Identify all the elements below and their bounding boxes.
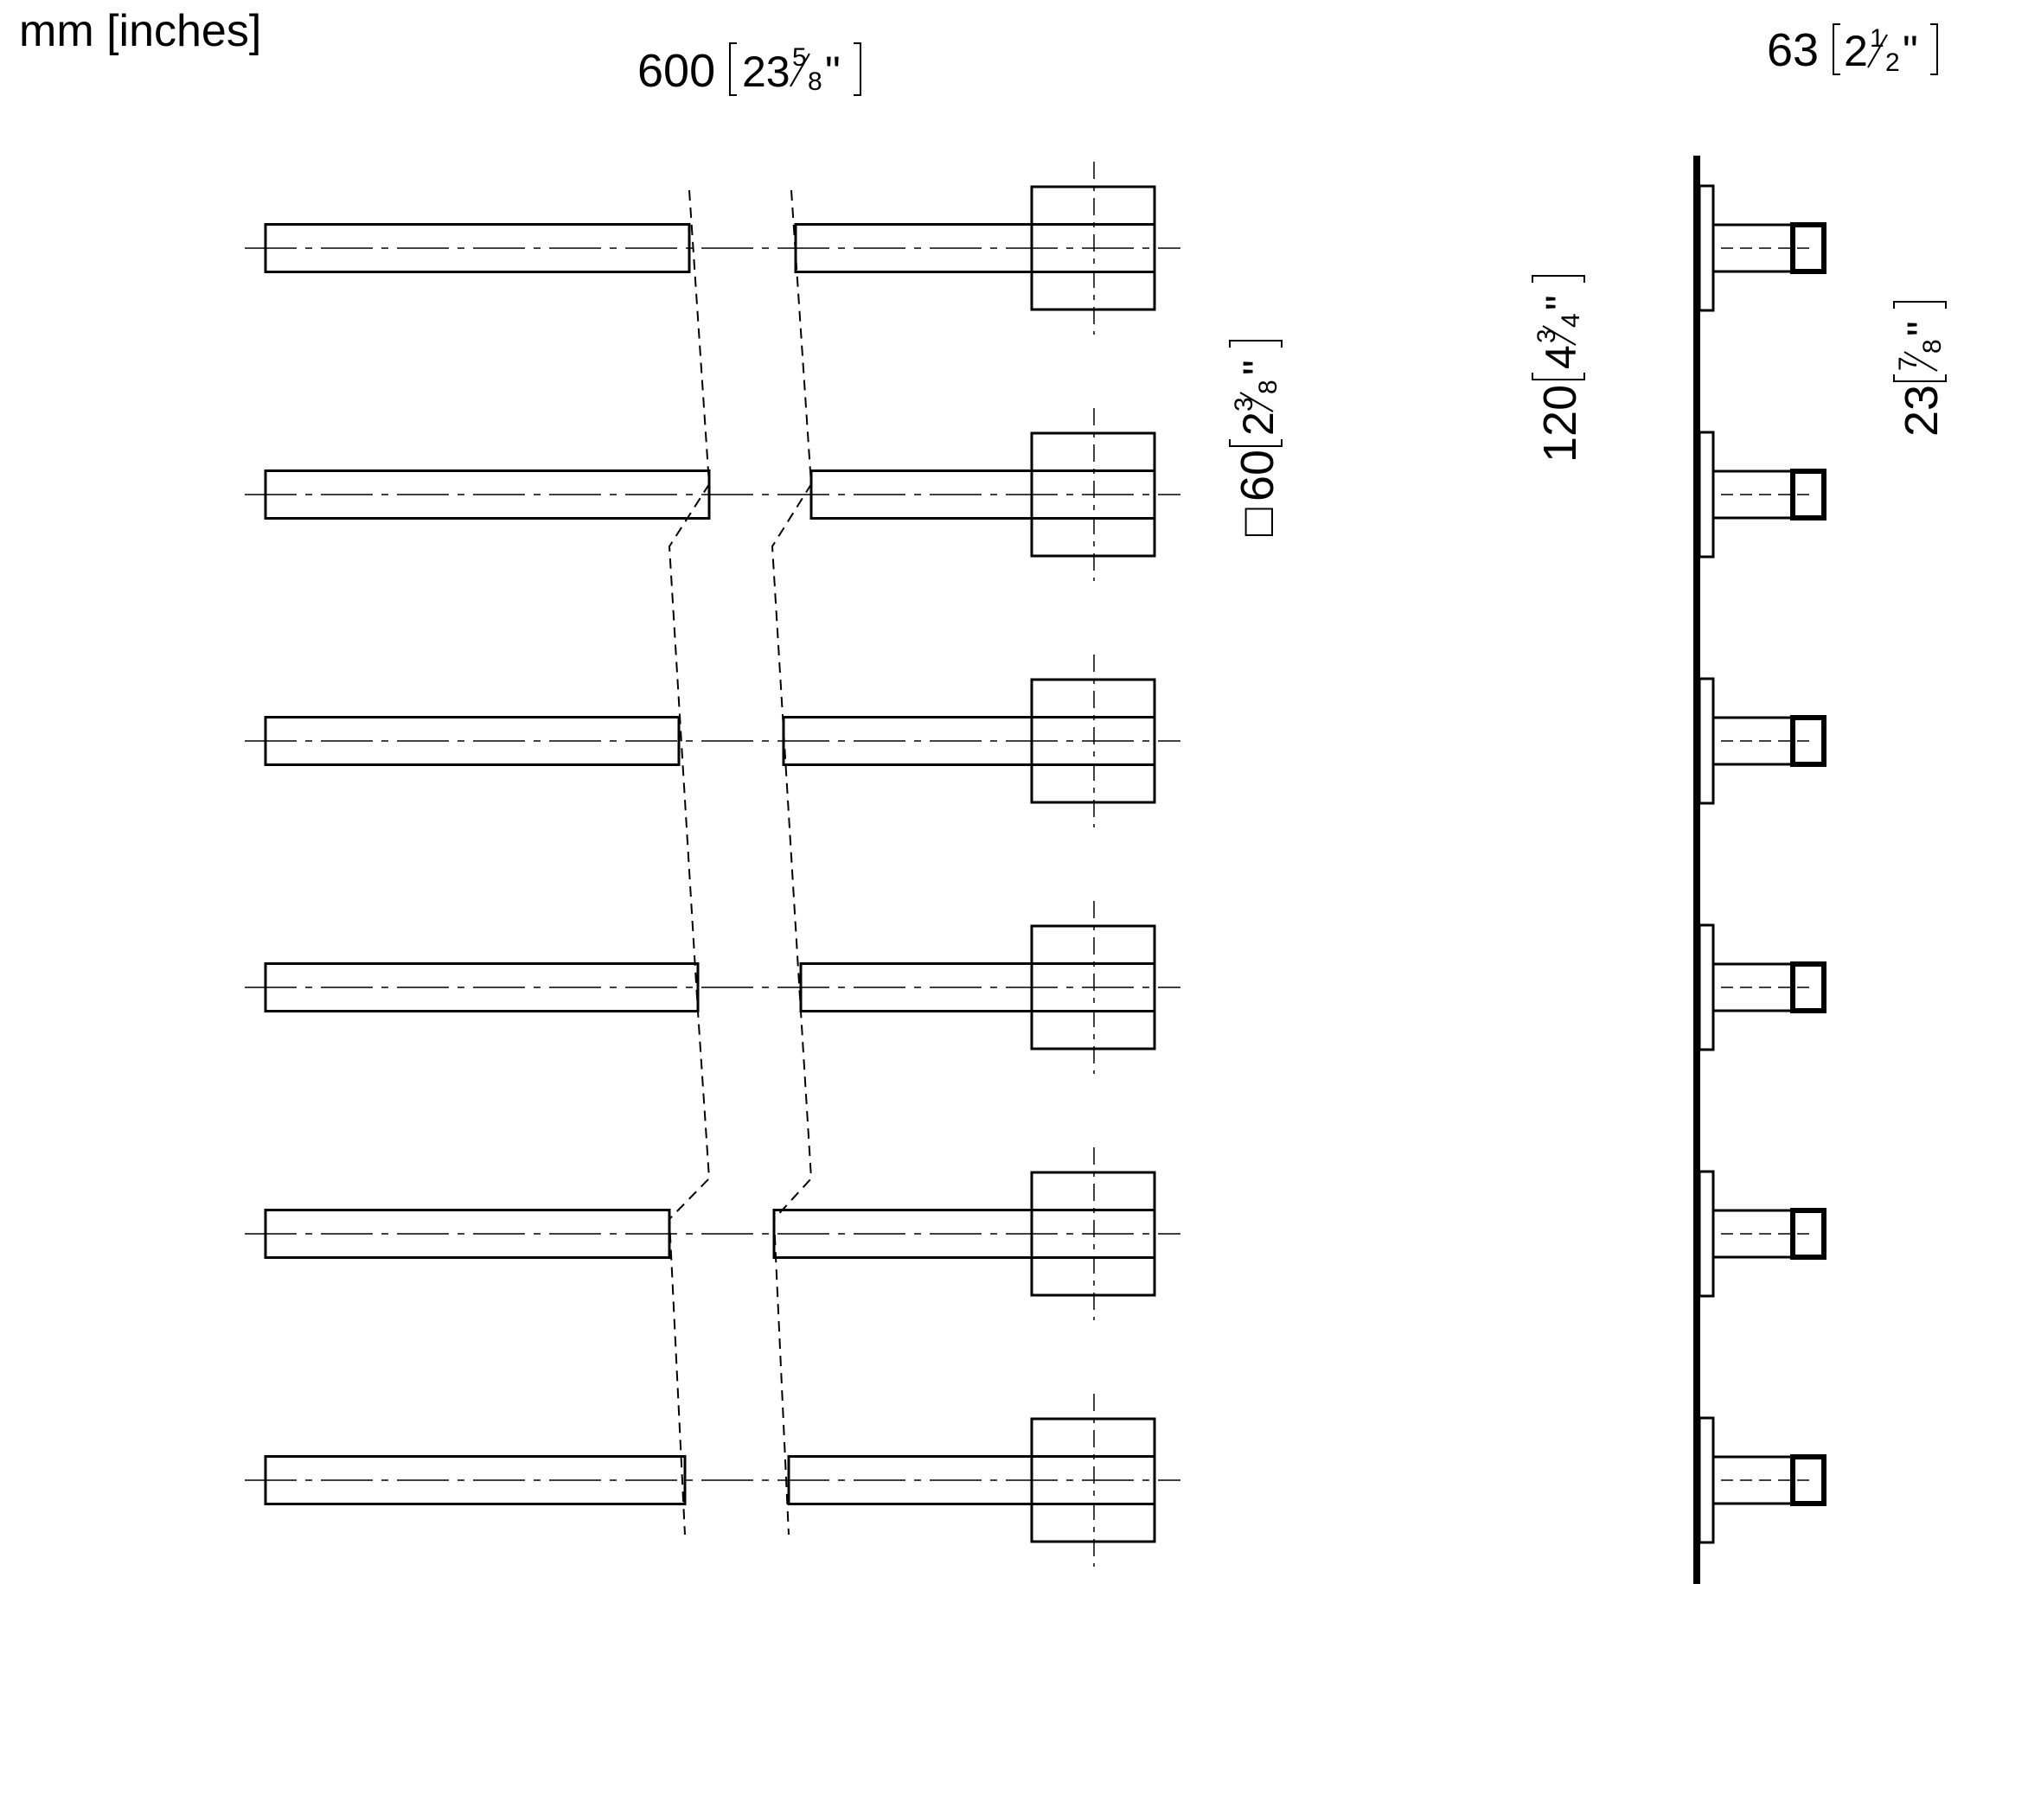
spacing-tick-bottom: [1583, 480, 1605, 509]
projection-tick-left: [1681, 74, 1712, 97]
dimension-overall-width: 600 23 5 8 ": [637, 42, 861, 97]
towel-bar-6: [245, 1394, 1180, 1567]
spacing-mm: 120: [1534, 385, 1586, 463]
towel-bar-1: [245, 162, 1180, 335]
side-bar-end: [1790, 222, 1826, 274]
side-bar-4: [1698, 923, 1826, 1051]
svg-text:": ": [1234, 360, 1283, 375]
mount-square-inch-den: 8: [1254, 380, 1283, 394]
side-flange: [1698, 184, 1715, 312]
side-bar-5: [1698, 1170, 1826, 1298]
dimension-projection: 63 2 1 2 ": [1767, 23, 1938, 77]
towel-bar-4: [245, 901, 1180, 1074]
side-bar-3: [1698, 677, 1826, 805]
break-line-right: [771, 189, 813, 1536]
overall-width-mm: 600: [637, 45, 715, 97]
break-line-left: [668, 189, 711, 1536]
projection-inch-num: 1: [1870, 24, 1884, 53]
overall-width-tick-left: [246, 93, 277, 114]
projection-mm: 63: [1767, 24, 1819, 76]
dimension-bar-size: 23 7 8 ": [1893, 301, 1948, 437]
side-flange: [1698, 677, 1715, 805]
spacing-inch-whole: 4: [1537, 345, 1585, 369]
bar-size-tick-bottom: [1942, 258, 1963, 285]
bar-size-tick-top: [1942, 211, 1963, 239]
svg-text:": ": [825, 48, 841, 96]
mount-square-inch-num: 3: [1230, 397, 1258, 412]
side-view: [1693, 156, 1826, 1584]
spacing-inch-den: 4: [1557, 313, 1585, 328]
svg-text:": ": [1903, 27, 1918, 75]
mount-square-mm: 60: [1232, 450, 1283, 501]
side-bar-end: [1790, 1208, 1826, 1260]
overall-width-inch-whole: 23: [742, 48, 790, 96]
side-flange: [1698, 1416, 1715, 1544]
projection-inch-den: 2: [1885, 48, 1900, 77]
mount-square-inch-whole: 2: [1234, 412, 1283, 436]
mount-tick-bottom: [1283, 296, 1306, 323]
side-flange: [1698, 431, 1715, 559]
side-bar-end: [1790, 961, 1826, 1013]
side-bar-2: [1698, 431, 1826, 559]
towel-bar-3: [245, 655, 1180, 827]
spacing-tick-top: [1583, 233, 1605, 263]
dimension-mount-square: □ 60 2 3 8 ": [1229, 340, 1283, 536]
bar-size-inch-num: 7: [1894, 356, 1922, 371]
side-bar-end: [1790, 715, 1826, 767]
side-bar-end: [1790, 469, 1826, 520]
side-bar-6: [1698, 1416, 1826, 1544]
overall-width-inch-num: 5: [792, 43, 807, 72]
side-bar-end: [1790, 1454, 1826, 1506]
overall-width-inch-den: 8: [808, 67, 822, 96]
bar-size-inch-den: 8: [1918, 339, 1947, 354]
dimension-spacing: 120 4 3 4 ": [1532, 275, 1586, 463]
units-label: mm [inches]: [19, 6, 262, 56]
front-view: [245, 162, 1180, 1567]
overall-width-tick-right: [1140, 93, 1173, 114]
side-flange: [1698, 923, 1715, 1051]
side-bar-1: [1698, 184, 1826, 312]
mount-tick-top: [1283, 173, 1306, 201]
spacing-inch-num: 3: [1532, 329, 1561, 343]
mount-square-prefix: □: [1232, 508, 1283, 536]
svg-text:": ": [1537, 295, 1585, 310]
towel-bar-2: [245, 408, 1180, 581]
side-flange: [1698, 1170, 1715, 1298]
projection-tick-right: [1809, 74, 1839, 97]
bar-size-mm: 23: [1896, 385, 1948, 437]
svg-text:": ": [1898, 321, 1947, 336]
towel-bar-5: [245, 1147, 1180, 1320]
projection-inch-whole: 2: [1844, 27, 1868, 75]
